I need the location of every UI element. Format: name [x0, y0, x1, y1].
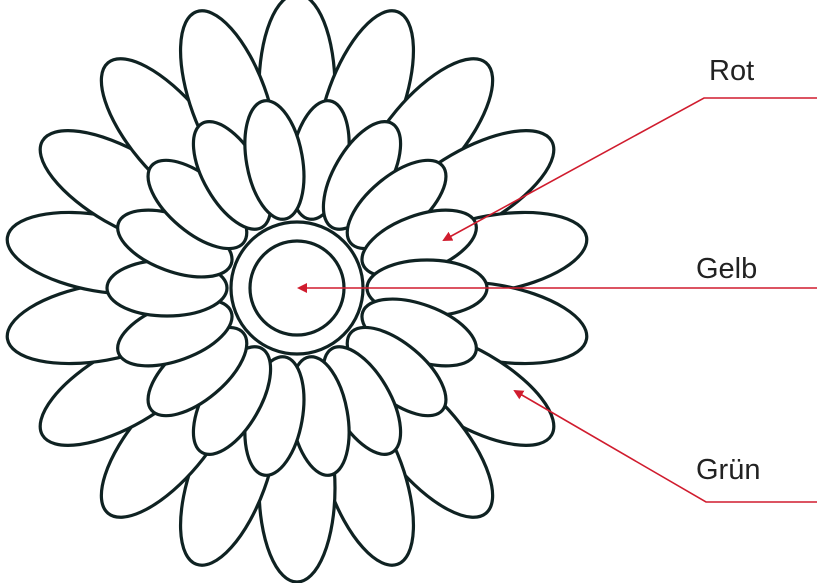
label-rot: Rot	[709, 55, 754, 87]
label-gruen: Grün	[696, 454, 760, 486]
label-gelb: Gelb	[696, 253, 757, 285]
leader-line-gruen	[515, 391, 817, 502]
